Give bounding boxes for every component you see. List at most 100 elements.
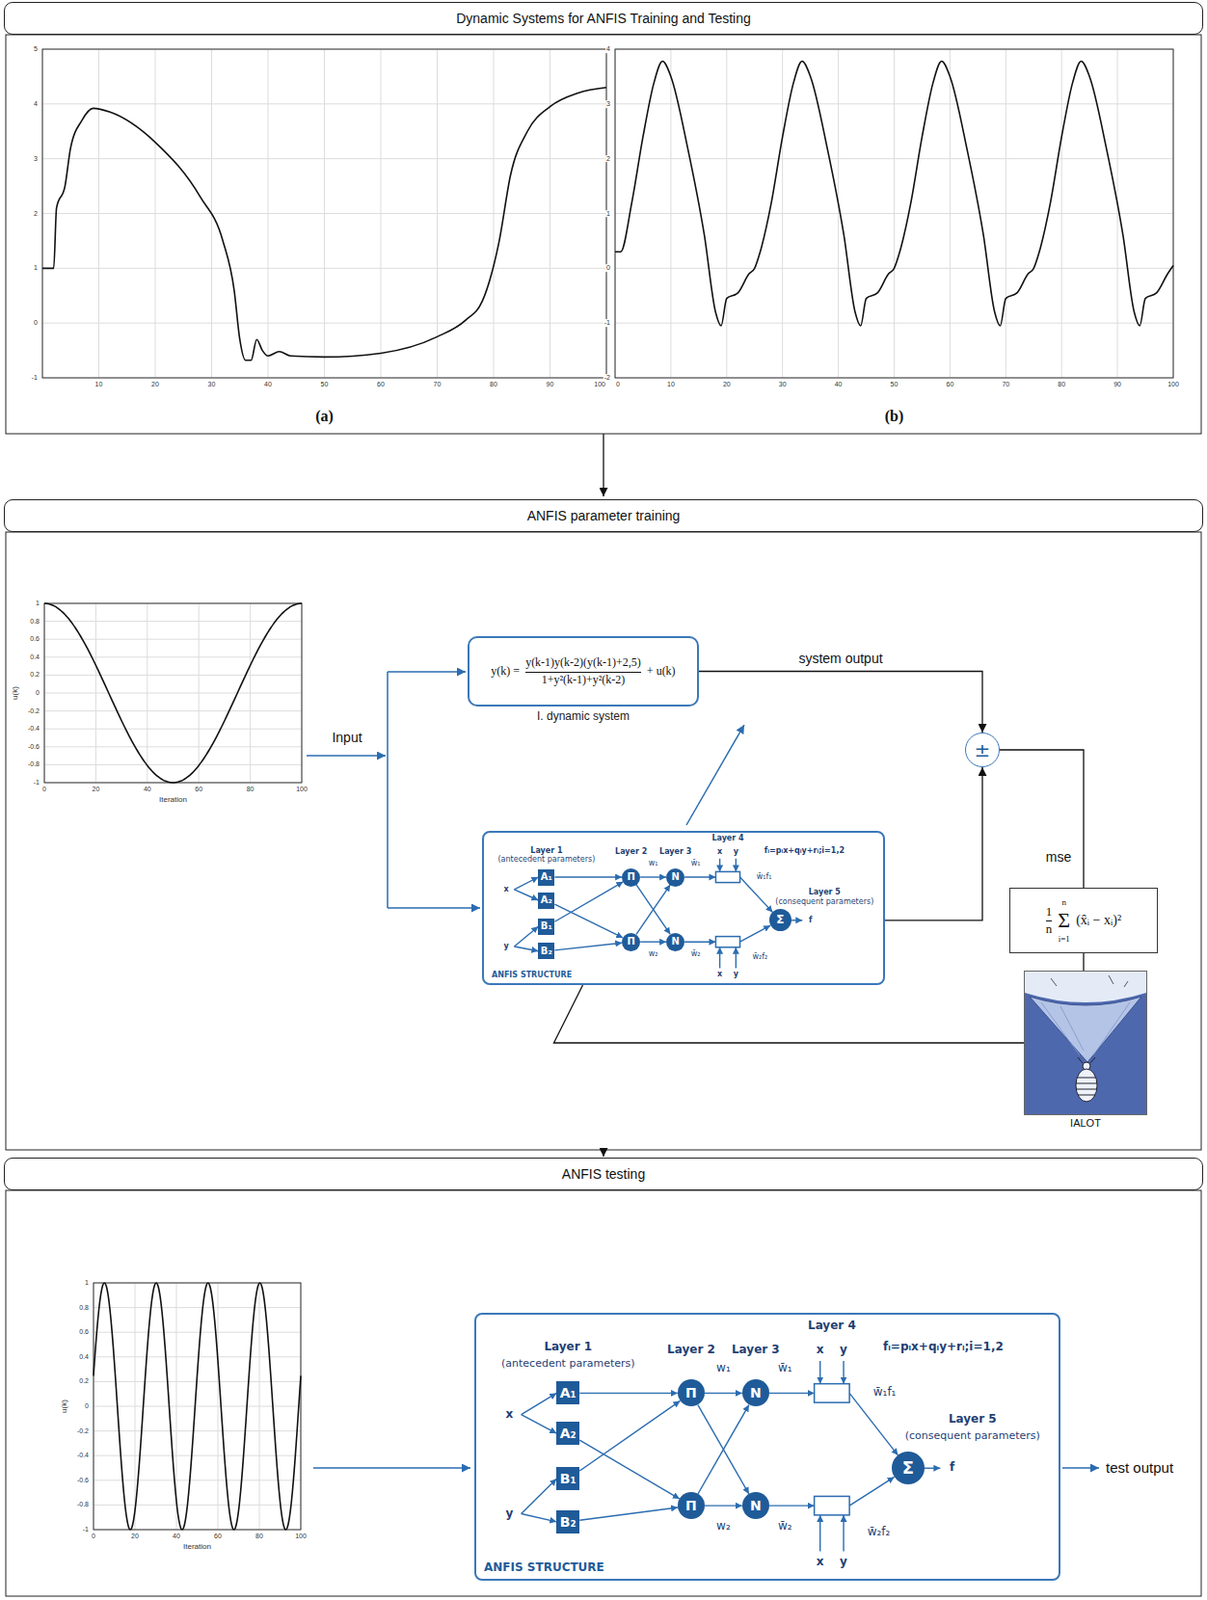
- node-text: ANFIS parameter training: [527, 508, 681, 524]
- anfis-link: [640, 940, 667, 942]
- input-arrow: [306, 754, 386, 757]
- node-text: Π: [685, 1498, 698, 1514]
- tick-label: 100: [295, 785, 309, 794]
- signal-curve: [42, 87, 607, 361]
- mse-box: 1nnΣi=1(x̂ᵢ − xᵢ)²: [1009, 887, 1158, 954]
- anfis-wire: [849, 1393, 898, 1455]
- node-text: Π: [626, 871, 635, 884]
- node-text: B₂: [540, 945, 553, 958]
- node-text: N: [750, 1498, 762, 1514]
- signal-label: Input: [330, 730, 363, 746]
- anfis-wire: [849, 1476, 894, 1506]
- node-text: Π: [685, 1385, 698, 1401]
- grid-line: [615, 103, 1174, 105]
- anfis-link: [554, 904, 623, 939]
- anfis-link: [697, 1405, 750, 1495]
- weight-label: w̄₂: [777, 1521, 794, 1534]
- rule-formula: fᵢ=pᵢx+qᵢy+rᵢ;i=1,2: [763, 846, 846, 856]
- tick-label: 40: [142, 785, 153, 794]
- tick-label: 2: [605, 155, 612, 163]
- grid-line: [93, 1406, 301, 1408]
- tick-label: 0: [34, 689, 41, 698]
- product-box: [814, 1384, 850, 1403]
- plot-frame: [615, 49, 1174, 378]
- layer-label: Layer 5: [947, 1414, 998, 1427]
- grid-line: [42, 322, 607, 324]
- node-text: IALOT: [1070, 1117, 1101, 1130]
- grid-line: [93, 1307, 301, 1309]
- node-text: A₂: [560, 1425, 577, 1442]
- anfis-link: [704, 1504, 743, 1506]
- anfis-wire: [791, 919, 803, 921]
- tick-label: -0.6: [76, 1476, 90, 1485]
- membership-box: B₂: [556, 1510, 580, 1534]
- sum-node: Σ: [769, 909, 792, 932]
- sum-node: Σ: [891, 1451, 925, 1485]
- grid-line: [44, 764, 302, 766]
- panel: [5, 532, 1202, 1151]
- tick-label: 4: [32, 100, 39, 108]
- node-text: n: [1062, 897, 1068, 908]
- membership-box: A₂: [556, 1421, 580, 1446]
- anfis-wiring-layer: [513, 858, 940, 1553]
- membership-box: A₁: [537, 869, 555, 886]
- input-name: x: [502, 885, 510, 894]
- signal-label: test output: [1104, 1460, 1175, 1477]
- node-text: ANFIS testing: [562, 1166, 645, 1182]
- input-name: y: [502, 942, 510, 952]
- grid-line: [42, 158, 607, 160]
- tick-label: 90: [545, 380, 556, 389]
- rule-node: Π: [677, 1492, 705, 1520]
- anfis-wire: [513, 889, 538, 901]
- axis-title: u(k): [60, 1398, 70, 1415]
- tick-label: -1: [81, 1526, 90, 1534]
- tick-label: -1: [30, 374, 39, 382]
- anfis-wire: [521, 1415, 558, 1434]
- node-text: ANFIS STRUCTURE: [483, 1561, 605, 1576]
- rule-node: Π: [621, 868, 641, 887]
- axis-title: Iteration: [158, 796, 188, 805]
- node-text: A₂: [540, 894, 553, 907]
- system-box: y(k) =y(k-1)y(k-2)(y(k-1)+2,5)1+y²(k-1)+…: [467, 636, 699, 707]
- tick-label: 10: [666, 380, 676, 389]
- grid-line: [93, 1479, 301, 1481]
- tick-label: 3: [605, 100, 612, 108]
- grid-line: [615, 213, 1174, 215]
- rule-node: N: [742, 1492, 770, 1520]
- plot: [93, 1283, 301, 1530]
- node-text: N: [750, 1385, 762, 1401]
- weight-label: w₂: [715, 1521, 732, 1534]
- anfis-link: [579, 1507, 678, 1521]
- node-text: B₂: [560, 1514, 577, 1530]
- tick-label: 0.6: [78, 1328, 90, 1337]
- node-text: y(k-1)y(k-2)(y(k-1)+2,5): [525, 656, 642, 671]
- node-text: I. dynamic system: [536, 710, 630, 725]
- anfis-link: [636, 885, 671, 936]
- connector-label: mse: [1045, 850, 1073, 865]
- weight-label: w̄₁: [690, 858, 702, 868]
- tick-label: -0.2: [76, 1427, 90, 1436]
- anfis-wire: [740, 877, 774, 912]
- node-text: i=1: [1058, 934, 1071, 944]
- axis-title: u(k): [11, 685, 21, 701]
- layer-label: Layer 3: [658, 848, 693, 858]
- membership-box: B₂: [537, 942, 555, 960]
- tick-label: 1: [605, 210, 612, 218]
- input-name: y: [732, 969, 740, 979]
- subfigure-label: (a): [314, 407, 335, 426]
- tick-label: 100: [294, 1532, 308, 1541]
- input-name: x: [716, 848, 724, 858]
- anfis-link: [554, 876, 622, 878]
- layer-note: (consequent parameters): [904, 1430, 1042, 1443]
- flow-arrow: [602, 433, 604, 497]
- axis-title: Iteration: [182, 1543, 213, 1553]
- input-name: x: [716, 969, 724, 979]
- tick-label: 20: [130, 1532, 140, 1541]
- tick-label: 0.2: [78, 1378, 90, 1387]
- grid-line: [93, 1332, 301, 1334]
- membership-box: A₁: [556, 1381, 580, 1405]
- tick-label: 80: [1056, 380, 1067, 389]
- tick-label: 40: [171, 1532, 182, 1541]
- node-text: B₁: [560, 1471, 577, 1487]
- tick-label: 60: [375, 380, 386, 389]
